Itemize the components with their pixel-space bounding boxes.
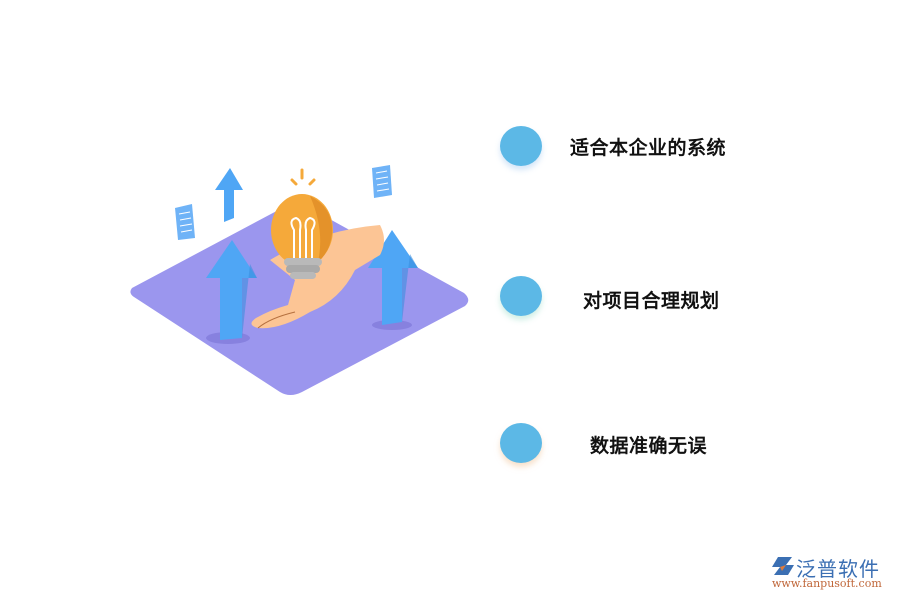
brand-name: 泛普软件 <box>796 557 880 581</box>
fanpu-logo-icon <box>772 557 794 575</box>
brand-url: www.fanpusoft.com <box>772 577 882 590</box>
lightbulb-hand-icon <box>130 165 469 395</box>
feature-item-3 <box>500 421 542 465</box>
bullet-circle-icon <box>500 276 542 316</box>
illustration-hand-lightbulb <box>120 160 480 400</box>
feature-label-3: 数据准确无误 <box>590 435 708 457</box>
feature-label-1: 适合本企业的系统 <box>570 137 727 159</box>
bullet-circle-icon <box>500 423 542 463</box>
feature-item-2 <box>500 274 542 318</box>
brand-logo: 泛普软件 www.fanpusoft.com <box>770 553 895 593</box>
bullet-circle-icon <box>500 126 542 166</box>
feature-label-2: 对项目合理规划 <box>583 290 720 312</box>
feature-item-1 <box>500 124 542 168</box>
